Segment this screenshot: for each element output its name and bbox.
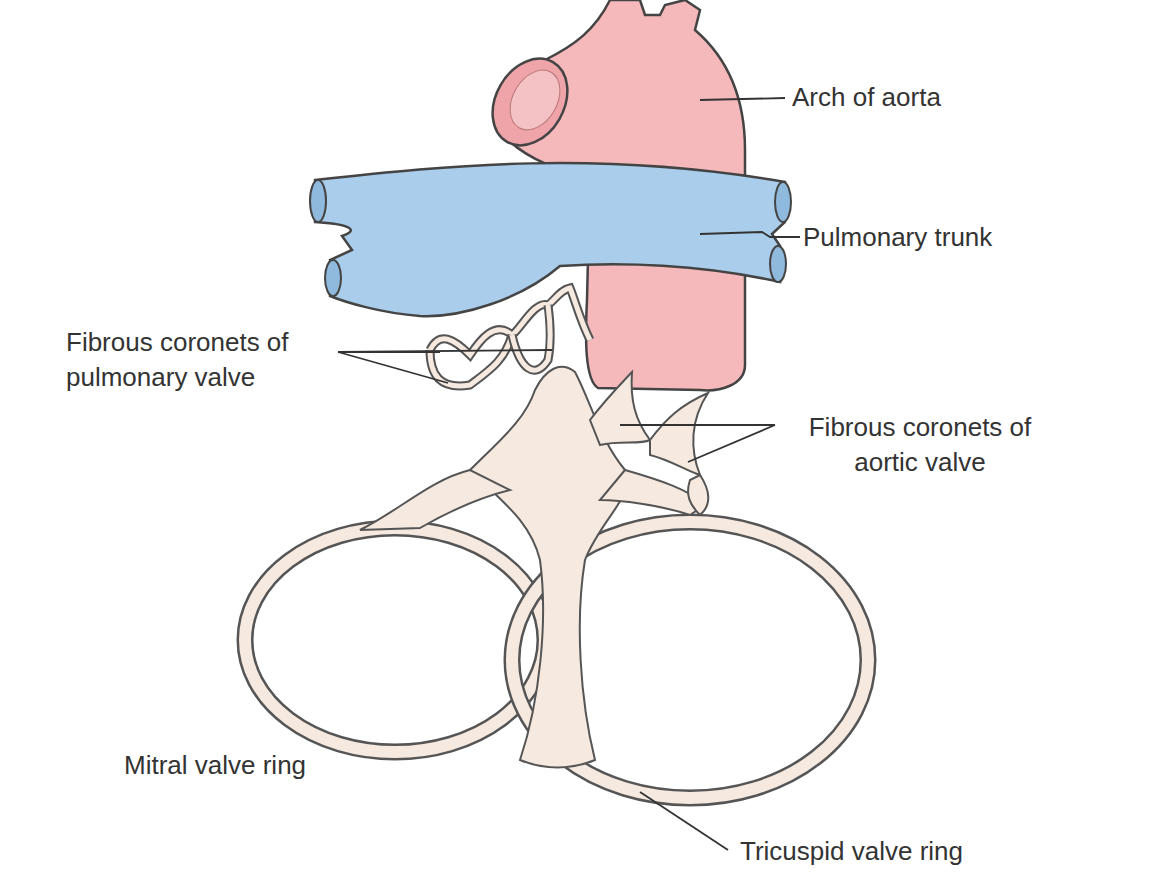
part-label: Pulmonary trunk: [803, 220, 1083, 255]
vessel-opening: [325, 260, 341, 296]
part-label: Tricuspid valve ring: [740, 834, 1040, 869]
vessel-opening: [310, 180, 326, 222]
part-label: Mitral valve ring: [124, 748, 404, 783]
part-label: Fibrous coronets of aortic valve: [780, 410, 1060, 480]
leader-lines: [338, 98, 800, 850]
part-label: Fibrous coronets of pulmonary valve: [66, 325, 336, 395]
aortic-coronets: [590, 372, 708, 515]
fibrous-trigone: [360, 470, 510, 530]
pulmonary-trunk-shape: [315, 163, 785, 316]
vessel-opening: [770, 246, 786, 282]
vessel-opening: [775, 182, 791, 222]
aorta-opening: [478, 45, 583, 159]
part-label: Arch of aorta: [792, 80, 1052, 115]
aorta-lumen: [500, 61, 570, 138]
pulmonary-coronets: [430, 288, 590, 386]
